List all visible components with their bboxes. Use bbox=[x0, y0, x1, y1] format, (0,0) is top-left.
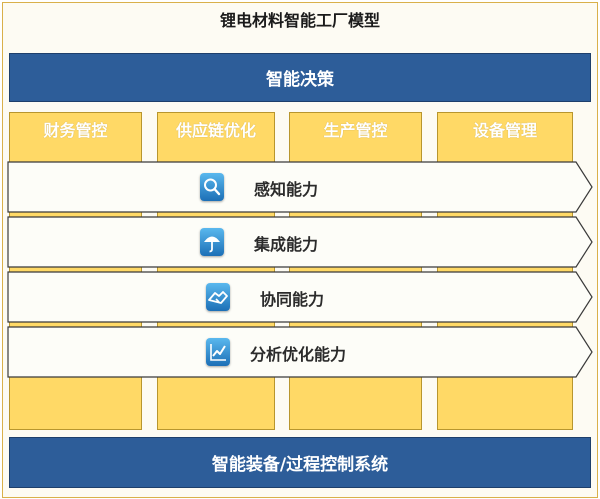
bottom-layer-bar: 智能装备/过程控制系统 bbox=[9, 437, 591, 488]
pillar-label-supply-chain: 供应链优化 bbox=[175, 121, 256, 140]
bottom-layer-label: 智能装备/过程控制系统 bbox=[211, 455, 389, 475]
pillar-label-production: 生产管控 bbox=[323, 121, 388, 140]
capability-arrow-analytics: 分析优化能力 bbox=[7, 326, 594, 378]
capability-label-collaboration: 协同能力 bbox=[260, 290, 325, 309]
top-layer-bar: 智能决策 bbox=[9, 53, 591, 102]
pillar-label-finance: 财务管控 bbox=[43, 121, 108, 140]
top-layer-label: 智能决策 bbox=[266, 70, 334, 90]
capability-label-integration: 集成能力 bbox=[254, 235, 319, 254]
capability-arrow-sensing: 感知能力 bbox=[7, 161, 594, 213]
capability-label-sensing: 感知能力 bbox=[254, 180, 319, 199]
diagram-title: 锂电材料智能工厂模型 bbox=[219, 11, 380, 30]
umbrella-icon bbox=[200, 228, 224, 256]
pillar-label-equipment: 设备管理 bbox=[472, 121, 537, 140]
handshake-icon bbox=[206, 283, 230, 311]
capability-arrow-collaboration: 协同能力 bbox=[7, 271, 594, 323]
magnifier-icon bbox=[200, 173, 224, 201]
line-chart-icon bbox=[206, 338, 230, 366]
capability-arrow-integration: 集成能力 bbox=[7, 216, 594, 268]
capability-label-analytics: 分析优化能力 bbox=[250, 345, 347, 364]
